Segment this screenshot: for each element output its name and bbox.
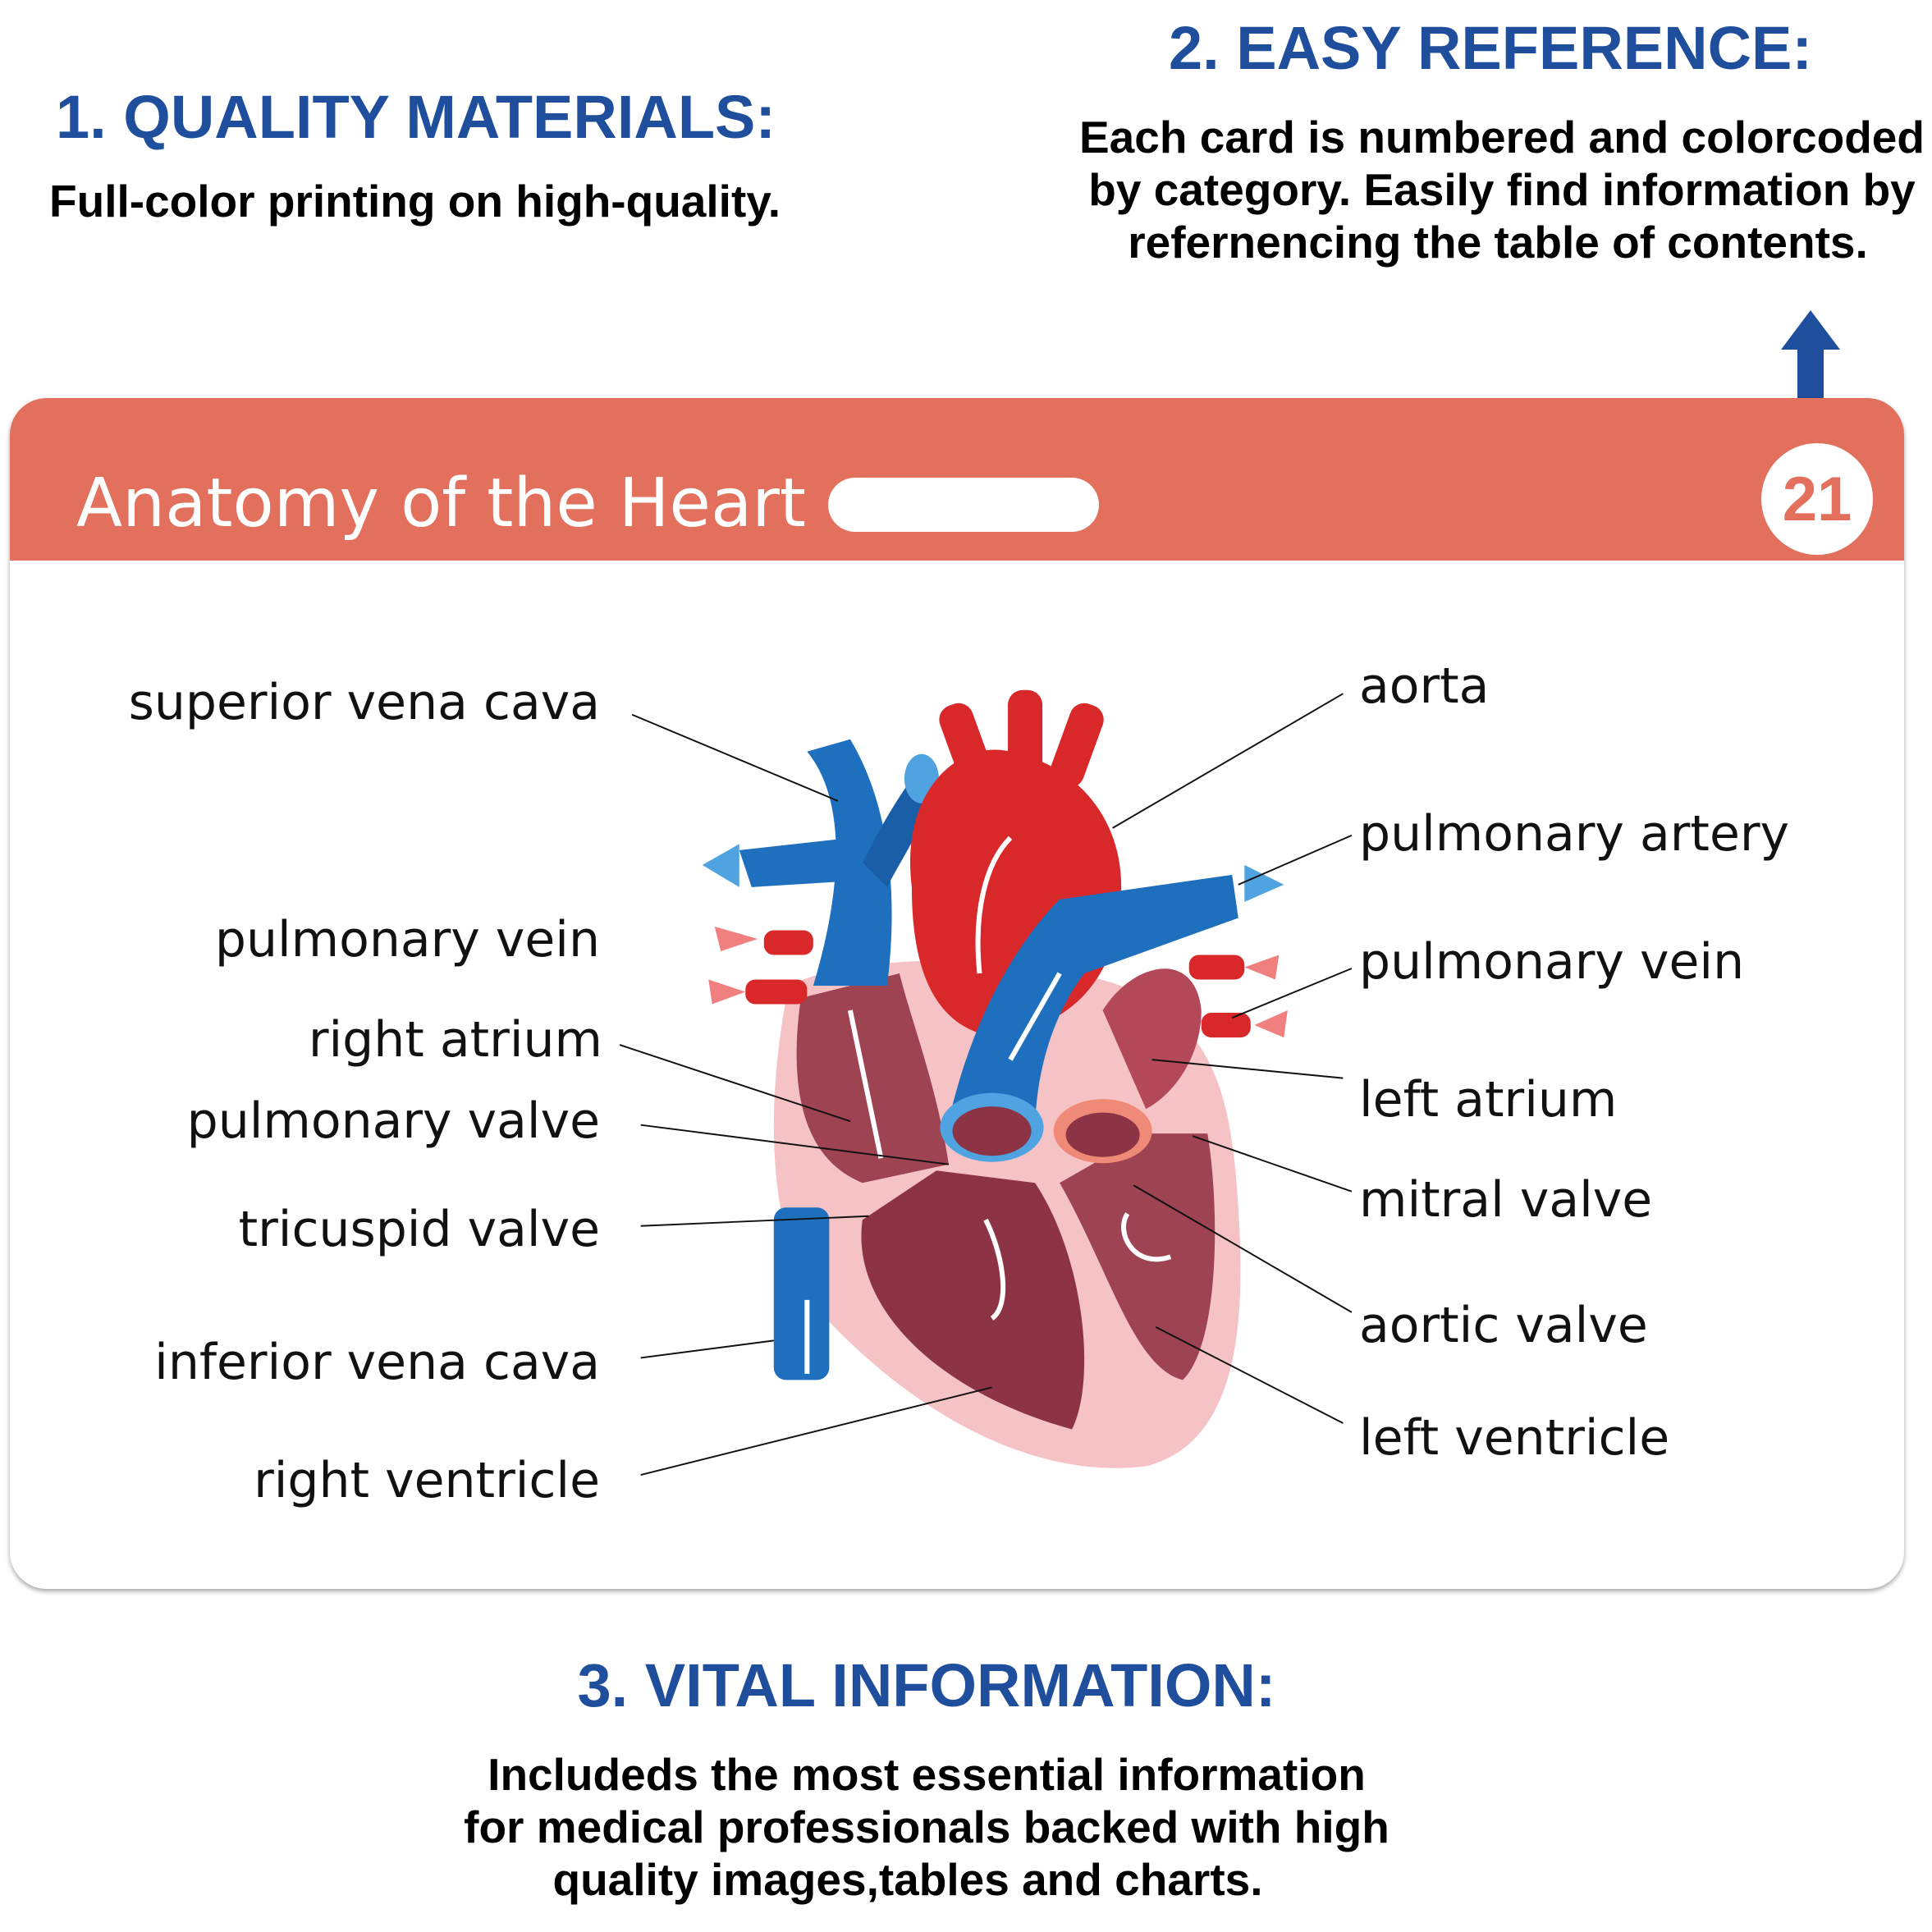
label-superior-vena-cava: superior vena cava bbox=[128, 674, 600, 731]
vital-information-line-3: quality images,tables and charts. bbox=[552, 1854, 1263, 1905]
easy-reference-line-3: refernencing the table of contents. bbox=[1128, 217, 1868, 268]
easy-reference-line-1: Each card is numbered and colorcoded bbox=[1079, 112, 1925, 163]
label-pulmonary-artery: pulmonary artery bbox=[1359, 805, 1790, 863]
vital-information-line-2: for medical professionals backed with hi… bbox=[464, 1802, 1389, 1852]
easy-reference-heading: 2. EASY REFERENCE: bbox=[1168, 14, 1813, 82]
label-right-atrium: right atrium bbox=[308, 1011, 602, 1069]
card-header: Anatomy of the Heart 21 bbox=[10, 398, 1904, 561]
card-title: Anatomy of the Heart bbox=[76, 465, 807, 543]
label-left-ventricle: left ventricle bbox=[1359, 1409, 1670, 1467]
vital-information-line-1: Includeds the most essential information bbox=[488, 1749, 1366, 1800]
card-tab-slot bbox=[828, 478, 1099, 532]
label-mitral-valve: mitral valve bbox=[1359, 1171, 1653, 1229]
label-tricuspid-valve: tricuspid valve bbox=[238, 1201, 600, 1258]
label-inferior-vena-cava: inferior vena cava bbox=[154, 1334, 600, 1391]
label-left-atrium: left atrium bbox=[1359, 1071, 1618, 1129]
quality-materials-heading: 1. QUALITY MATERIALS: bbox=[56, 83, 776, 151]
label-right-ventricle: right ventricle bbox=[254, 1452, 600, 1509]
quality-materials-text: Full-color printing on high-quality. bbox=[49, 176, 781, 227]
vital-information-heading: 3. VITAL INFORMATION: bbox=[577, 1651, 1276, 1719]
card-number-badge: 21 bbox=[1761, 443, 1873, 555]
label-aortic-valve: aortic valve bbox=[1359, 1297, 1648, 1354]
label-aorta: aorta bbox=[1359, 657, 1490, 715]
arrow-up-icon bbox=[1781, 310, 1840, 419]
label-pulmonary-vein-right: pulmonary vein bbox=[1359, 933, 1745, 991]
easy-reference-line-2: by category. Easily find information by bbox=[1088, 164, 1916, 215]
label-pulmonary-vein-left: pulmonary vein bbox=[214, 911, 600, 968]
label-pulmonary-valve: pulmonary valve bbox=[186, 1092, 600, 1150]
